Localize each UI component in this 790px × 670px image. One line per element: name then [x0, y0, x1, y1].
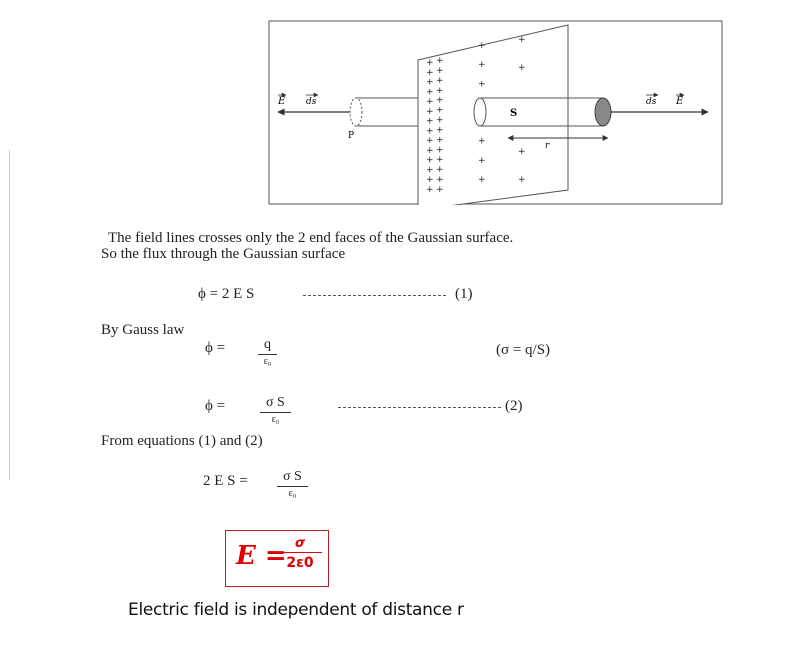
sigma-definition: (σ = q/S): [496, 342, 551, 358]
charge-plus: +: [518, 147, 526, 157]
label-ds-left: ds: [306, 97, 317, 107]
charge-plus: +: [426, 126, 434, 136]
q-over-eps0-fraction: q ε₀: [258, 337, 277, 369]
gaussian-cylinder-diagram: ++++++++++++++++++++++++++++++++++++++ E…: [268, 20, 723, 205]
charge-plus: +: [426, 175, 434, 185]
charged-plate: [417, 24, 569, 205]
sigmaS-over-eps0-fraction: σ S ε₀: [260, 395, 291, 427]
charge-plus: +: [426, 58, 434, 68]
charge-plus: +: [426, 68, 434, 78]
charge-plus: +: [518, 63, 526, 73]
charge-plus: +: [436, 86, 444, 96]
conclusion-text: Electric field is independent of distanc…: [128, 600, 464, 620]
two-ES-equals: 2 E S =: [203, 473, 248, 489]
cylinder-inner-face: [473, 97, 487, 127]
charge-plus: +: [436, 125, 444, 135]
left-end-face: [349, 97, 363, 127]
charge-plus: +: [426, 185, 434, 195]
result-denominator: 2ε0: [286, 555, 314, 571]
charge-plus: +: [478, 60, 486, 70]
equation-1-tag: (1): [455, 286, 473, 302]
charge-plus: +: [436, 185, 444, 195]
intro-line-1: The field lines crosses only the 2 end f…: [108, 230, 514, 246]
charge-plus: +: [478, 137, 486, 147]
charge-plus: +: [436, 76, 444, 86]
fraction-denominator-eps0: ε₀: [271, 414, 280, 425]
from-equations-label: From equations (1) and (2): [101, 433, 263, 449]
label-E-left: E: [277, 96, 286, 107]
charge-plus: +: [426, 136, 434, 146]
charge-plus: +: [518, 175, 526, 185]
charge-plus: +: [478, 175, 486, 185]
equation-1-dashes: [303, 295, 446, 296]
label-r: r: [545, 141, 550, 151]
phi-equals-2: ϕ =: [205, 398, 226, 414]
charge-plus: +: [436, 106, 444, 116]
label-ds-right: ds: [646, 97, 657, 107]
charge-plus: +: [426, 107, 434, 117]
right-end-face: [594, 97, 612, 127]
charge-plus: +: [478, 79, 486, 89]
charge-plus: +: [436, 56, 444, 66]
charge-plus: +: [426, 117, 434, 127]
fraction-denominator-eps0: ε₀: [263, 356, 272, 367]
intro-line-2: So the flux through the Gaussian surface: [101, 246, 346, 262]
fraction-denominator-eps0: ε₀: [288, 488, 297, 499]
charge-plus: +: [478, 41, 486, 51]
charge-plus: +: [436, 175, 444, 185]
equation-2-dashes: [338, 407, 501, 408]
charge-plus: +: [436, 116, 444, 126]
charge-plus: +: [436, 165, 444, 175]
equation-1-lhs: ϕ = 2 E S: [198, 286, 255, 302]
charge-plus: +: [426, 156, 434, 166]
gauss-law-label: By Gauss law: [101, 322, 185, 338]
charge-plus: +: [518, 35, 526, 45]
fraction-numerator-sigmaS: σ S: [277, 469, 308, 487]
charge-plus: +: [426, 165, 434, 175]
equation-2-tag: (2): [505, 398, 523, 414]
charge-plus: +: [426, 87, 434, 97]
charge-plus: +: [478, 156, 486, 166]
plate-charges: ++++++++++++++++++++++++++++++++++++++: [426, 35, 526, 195]
charge-plus: +: [436, 66, 444, 76]
charge-plus: +: [436, 135, 444, 145]
charge-plus: +: [436, 96, 444, 106]
charge-plus: +: [436, 145, 444, 155]
charge-plus: +: [426, 78, 434, 88]
phi-equals-1: ϕ =: [205, 340, 226, 356]
result-numerator: σ: [278, 536, 322, 553]
charge-plus: +: [426, 146, 434, 156]
label-S: S: [510, 108, 517, 119]
result-box: E = σ 2ε0: [225, 530, 329, 587]
charge-plus: +: [436, 155, 444, 165]
result-fraction: σ 2ε0: [278, 536, 322, 573]
fraction-numerator-sigmaS: σ S: [260, 395, 291, 413]
result-lhs: E =: [236, 541, 287, 571]
label-P: P: [348, 131, 354, 141]
sigmaS-over-eps0-fraction-2: σ S ε₀: [277, 469, 308, 501]
charge-plus: +: [426, 97, 434, 107]
left-edge-line: [9, 150, 10, 480]
fraction-numerator-q: q: [258, 337, 277, 355]
label-E-right: E: [675, 96, 684, 107]
